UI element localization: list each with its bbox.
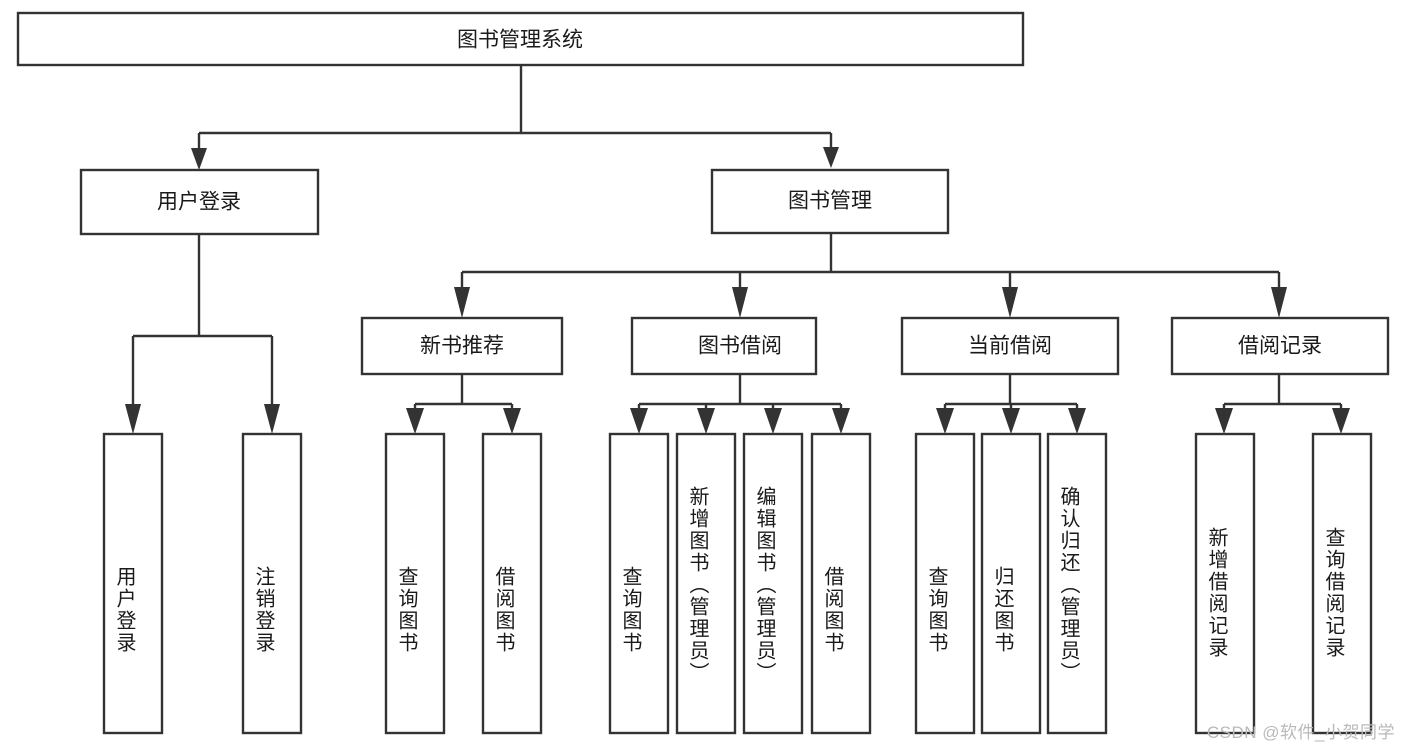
node-root-label: 图书管理系统 [457, 29, 583, 52]
arrow-to-leaf-borrow-add-book [697, 408, 715, 434]
arrow-to-leaf-current-return-book [1002, 408, 1020, 434]
node-leaf-rec-query-book-box[interactable] [384, 432, 446, 735]
node-user-login-label: 用户登录 [157, 191, 241, 214]
node-leaf-current-confirm-return-box[interactable] [1046, 432, 1108, 735]
node-user-login[interactable]: 用户登录 [79, 168, 320, 236]
node-book-borrow[interactable]: 图书借阅 [630, 316, 818, 376]
node-root[interactable]: 图书管理系统 [16, 11, 1025, 67]
arrow-to-leaf-user-logout [264, 404, 280, 434]
node-current-borrow-box[interactable] [900, 316, 1120, 376]
node-new-book-recommend-box[interactable] [360, 316, 564, 376]
arrow-to-current-borrow [1002, 287, 1018, 318]
arrow-to-leaf-borrow-edit-book [764, 408, 782, 434]
arrow-to-borrow-record [1271, 287, 1287, 318]
arrow-to-book-manage [823, 147, 839, 168]
node-current-borrow-label: 当前借阅 [968, 335, 1052, 358]
connector-group-current-borrow [936, 374, 1086, 434]
node-new-book-recommend[interactable]: 新书推荐 [360, 316, 564, 376]
node-leaf-record-query-box[interactable] [1311, 432, 1373, 735]
node-leaf-borrow-edit-book-box[interactable] [742, 432, 804, 735]
connector-group-borrow-record [1215, 374, 1350, 434]
arrow-to-book-borrow [732, 287, 748, 318]
node-book-manage-label: 图书管理 [788, 190, 872, 213]
arrow-to-leaf-user-login [125, 404, 141, 434]
node-leaf-user-logout-box[interactable] [241, 432, 303, 735]
node-new-book-recommend-label: 新书推荐 [420, 335, 504, 358]
node-user-login-box[interactable] [79, 168, 320, 236]
connector-group-root [197, 66, 833, 152]
node-leaf-user-login-box[interactable] [102, 432, 164, 735]
arrow-to-new-book-recommend [454, 287, 470, 318]
node-leaf-borrow-borrow-book-box[interactable] [810, 432, 872, 735]
node-borrow-record-box[interactable] [1170, 316, 1390, 376]
arrow-to-leaf-borrow-query-book [630, 408, 648, 434]
arrow-to-leaf-rec-query-book [406, 408, 424, 434]
node-book-borrow-box[interactable] [630, 316, 818, 376]
node-leaf-borrow-add-book-box[interactable] [675, 432, 737, 735]
node-book-borrow-label: 图书借阅 [698, 335, 782, 358]
arrow-to-leaf-record-query [1332, 408, 1350, 434]
connector-group-user-login [125, 234, 280, 434]
node-current-borrow[interactable]: 当前借阅 [900, 316, 1120, 376]
arrow-to-leaf-current-query-book [936, 408, 954, 434]
arrowheads-level1 [191, 147, 839, 170]
node-leaf-record-add-box[interactable] [1194, 432, 1256, 735]
node-leaf-borrow-query-book-box[interactable] [608, 432, 670, 735]
node-leaf-current-query-book-box[interactable] [914, 432, 976, 735]
connector-group-book-manage [454, 233, 1287, 318]
node-borrow-record-label: 借阅记录 [1238, 335, 1322, 358]
node-borrow-record[interactable]: 借阅记录 [1170, 316, 1390, 376]
connector-group-book-borrow [630, 374, 850, 434]
arrow-to-leaf-record-add [1215, 408, 1233, 434]
node-leaf-rec-borrow-book-box[interactable] [481, 432, 543, 735]
arrow-to-leaf-current-confirm-return [1068, 408, 1086, 434]
arrow-to-leaf-rec-borrow-book [503, 408, 521, 434]
arrow-to-leaf-borrow-borrow-book [832, 408, 850, 434]
arrow-to-user-login [191, 148, 207, 170]
watermark-text: CSDN @软件_小贺同学 [1206, 723, 1395, 742]
node-root-box[interactable] [16, 11, 1025, 67]
node-book-manage[interactable]: 图书管理 [710, 168, 950, 235]
connector-group-new-book-recommend [406, 374, 521, 434]
node-leaf-current-return-book-box[interactable] [980, 432, 1042, 735]
node-book-manage-box[interactable] [710, 168, 950, 235]
